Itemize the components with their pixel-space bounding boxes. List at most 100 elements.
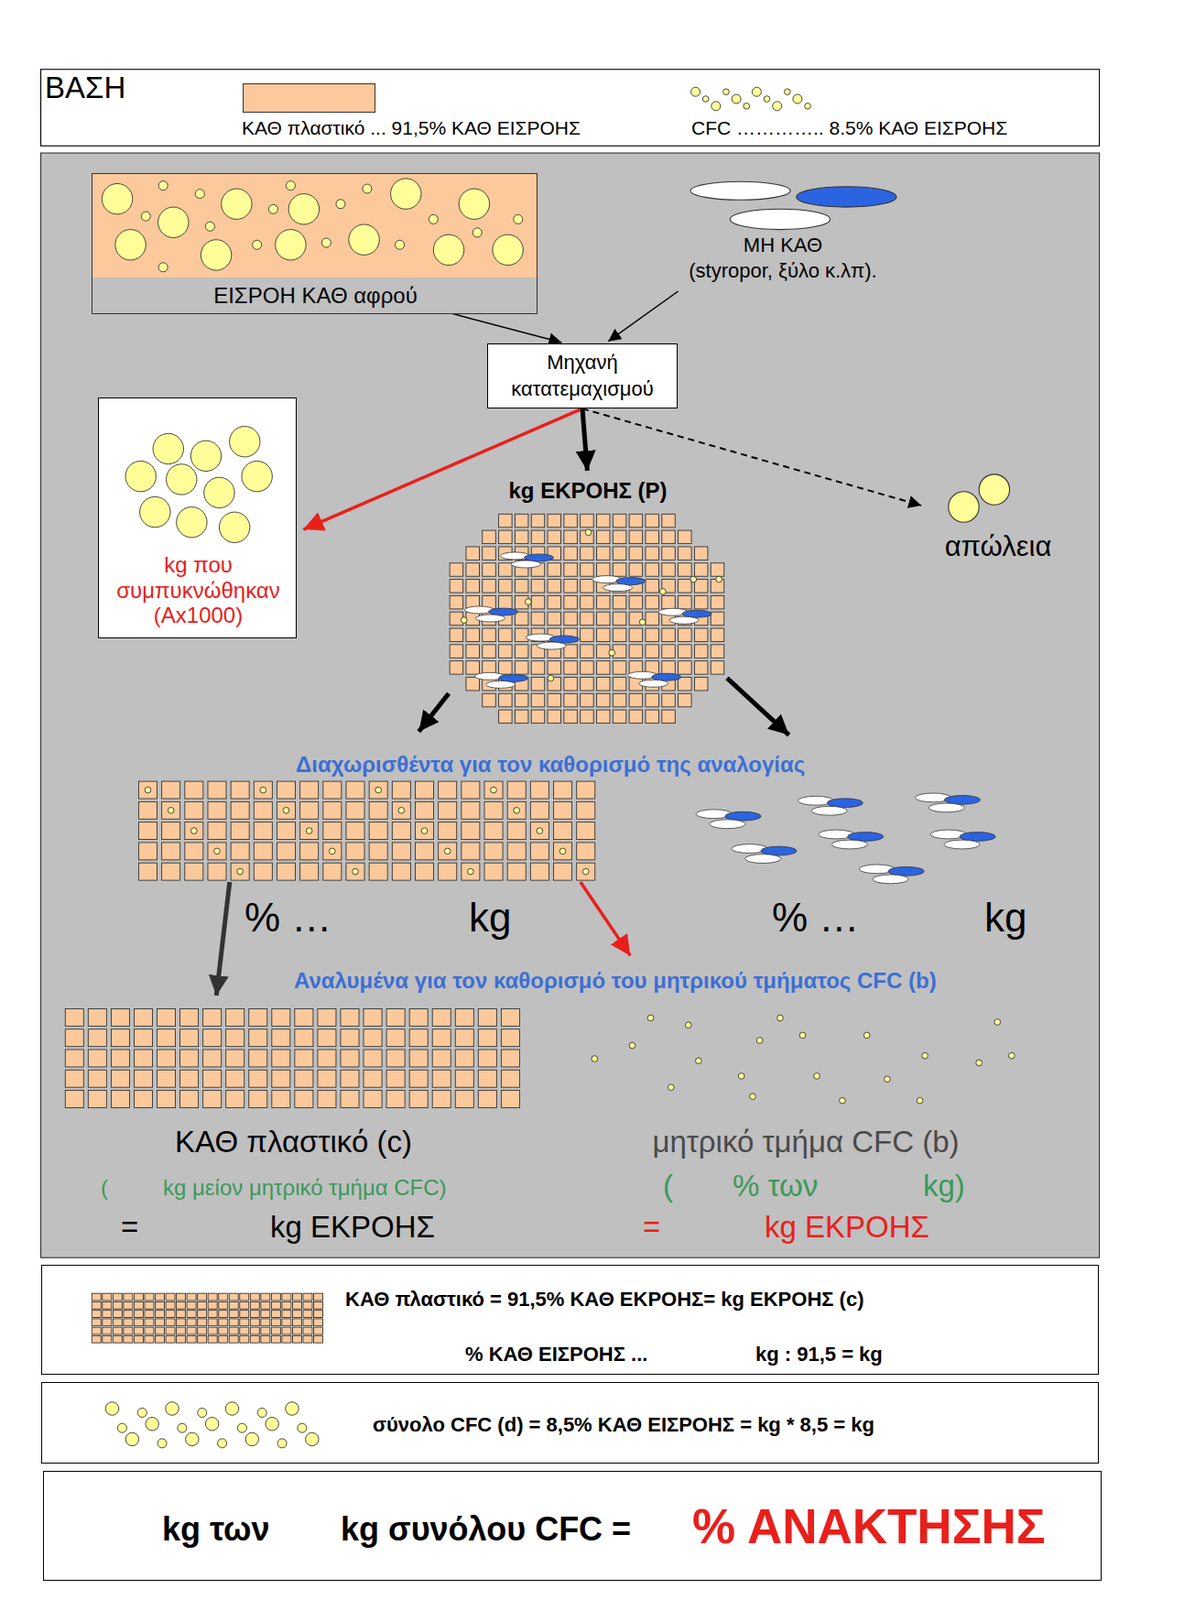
plastic-particle	[87, 1029, 107, 1047]
plastic-particle	[144, 1318, 154, 1326]
plastic-particle	[340, 1069, 359, 1087]
plastic-particle	[230, 862, 250, 880]
plastic-particle	[482, 693, 496, 707]
cfc-bubble	[225, 1401, 239, 1415]
cfc-bubble	[137, 1407, 147, 1417]
plastic-particle	[157, 1090, 176, 1108]
plastic-particle	[500, 1090, 520, 1108]
plastic-particle	[514, 693, 528, 707]
node-text: (styropor, ξύλο κ.λπ).	[663, 259, 902, 283]
plastic-particle	[138, 781, 157, 799]
plastic-particle	[138, 842, 157, 860]
plastic-particle	[391, 862, 411, 880]
plastic-particle	[484, 842, 503, 860]
node-text: % ΚΑΘ ΕΙΣΡΟΗΣ ...	[465, 1342, 648, 1366]
plastic-particle	[547, 595, 561, 609]
plastic-particle	[323, 822, 342, 840]
cfc-sample	[743, 102, 750, 109]
cfc-bubble	[277, 1438, 287, 1448]
plastic-particle	[110, 1069, 130, 1087]
plastic-particle	[482, 546, 496, 560]
plastic-particle	[228, 1318, 239, 1326]
plastic-particle	[260, 1318, 271, 1326]
plastic-particle	[432, 1029, 451, 1047]
node-text: (	[100, 1174, 109, 1201]
plastic-particle	[123, 1335, 133, 1343]
plastic-particle	[580, 693, 594, 707]
cfc-bubble	[176, 507, 207, 538]
plastic-particle	[230, 822, 250, 840]
non-pur-piece	[475, 614, 505, 622]
plastic-particle	[87, 1090, 107, 1108]
plastic-particle	[165, 1318, 175, 1326]
legend-swatch	[242, 83, 376, 113]
plastic-particle	[455, 1008, 474, 1026]
cfc-bubble	[305, 827, 313, 835]
plastic-particle	[203, 1008, 222, 1026]
plastic-particle	[228, 1335, 239, 1343]
plastic-particle	[466, 546, 479, 560]
plastic-particle	[438, 822, 457, 840]
plastic-particle	[580, 709, 594, 723]
plastic-particle	[514, 628, 528, 641]
plastic-particle	[157, 1069, 176, 1087]
plastic-particle	[391, 801, 411, 819]
plastic-particle	[662, 530, 675, 544]
plastic-particle	[165, 1310, 175, 1318]
plastic-particle	[466, 563, 479, 576]
plastic-particle	[576, 781, 596, 799]
plastic-particle	[514, 644, 528, 658]
cfc-bubble	[125, 460, 156, 491]
plastic-particle	[363, 1029, 382, 1047]
plastic-particle	[580, 546, 594, 560]
plastic-particle	[449, 628, 463, 641]
cfc-bubble	[285, 181, 295, 191]
plastic-particle	[597, 661, 610, 674]
plastic-particle	[180, 1049, 199, 1067]
result-box: kg τωνkg συνόλου CFC =% ΑΝΑΚΤΗΣΗΣ	[43, 1470, 1102, 1581]
plastic-particle	[645, 530, 659, 544]
formula-box-fill	[41, 1264, 1100, 1375]
cfc-bubble	[814, 1073, 821, 1080]
plastic-particle	[500, 1069, 520, 1087]
plastic-particle	[162, 781, 181, 799]
plastic-particle	[477, 1049, 497, 1067]
plastic-particle	[271, 1069, 291, 1087]
plastic-particle	[112, 1310, 122, 1318]
cfc-bubble	[205, 1416, 218, 1430]
flow-arrow	[303, 408, 583, 530]
plastic-particle	[226, 1008, 245, 1026]
cfc-bubble	[839, 1097, 847, 1104]
plastic-particle	[499, 661, 512, 674]
plastic-particle	[176, 1292, 186, 1301]
plastic-particle	[580, 661, 594, 674]
plastic-particle	[466, 676, 479, 690]
plastic-particle	[184, 801, 204, 819]
plastic-particle	[414, 781, 434, 799]
plastic-particle	[531, 530, 544, 544]
plastic-particle	[276, 842, 295, 860]
plastic-particle	[271, 1318, 281, 1326]
plastic-particle	[662, 693, 675, 707]
node-text: % των	[732, 1168, 818, 1204]
plastic-particle	[482, 530, 496, 544]
plastic-particle	[176, 1318, 186, 1326]
plastic-particle	[282, 1310, 292, 1318]
plastic-particle	[314, 1292, 324, 1301]
plastic-particle	[694, 563, 707, 576]
plastic-particle	[597, 611, 610, 625]
cfc-bubble	[647, 1014, 654, 1022]
cfc-bubble	[777, 1014, 784, 1022]
non-pur-piece	[669, 616, 699, 624]
plastic-particle	[346, 822, 365, 840]
cfc-bubble	[467, 868, 475, 875]
cfc-bubble	[749, 1093, 757, 1100]
plastic-particle	[157, 1049, 176, 1067]
cfc-bubble	[695, 1057, 703, 1065]
plastic-particle	[597, 644, 610, 658]
cfc-bubble	[205, 221, 215, 231]
plastic-particle	[110, 1029, 130, 1047]
plastic-particle	[112, 1335, 122, 1343]
plastic-particle	[123, 1292, 133, 1301]
plastic-particle	[678, 595, 692, 609]
